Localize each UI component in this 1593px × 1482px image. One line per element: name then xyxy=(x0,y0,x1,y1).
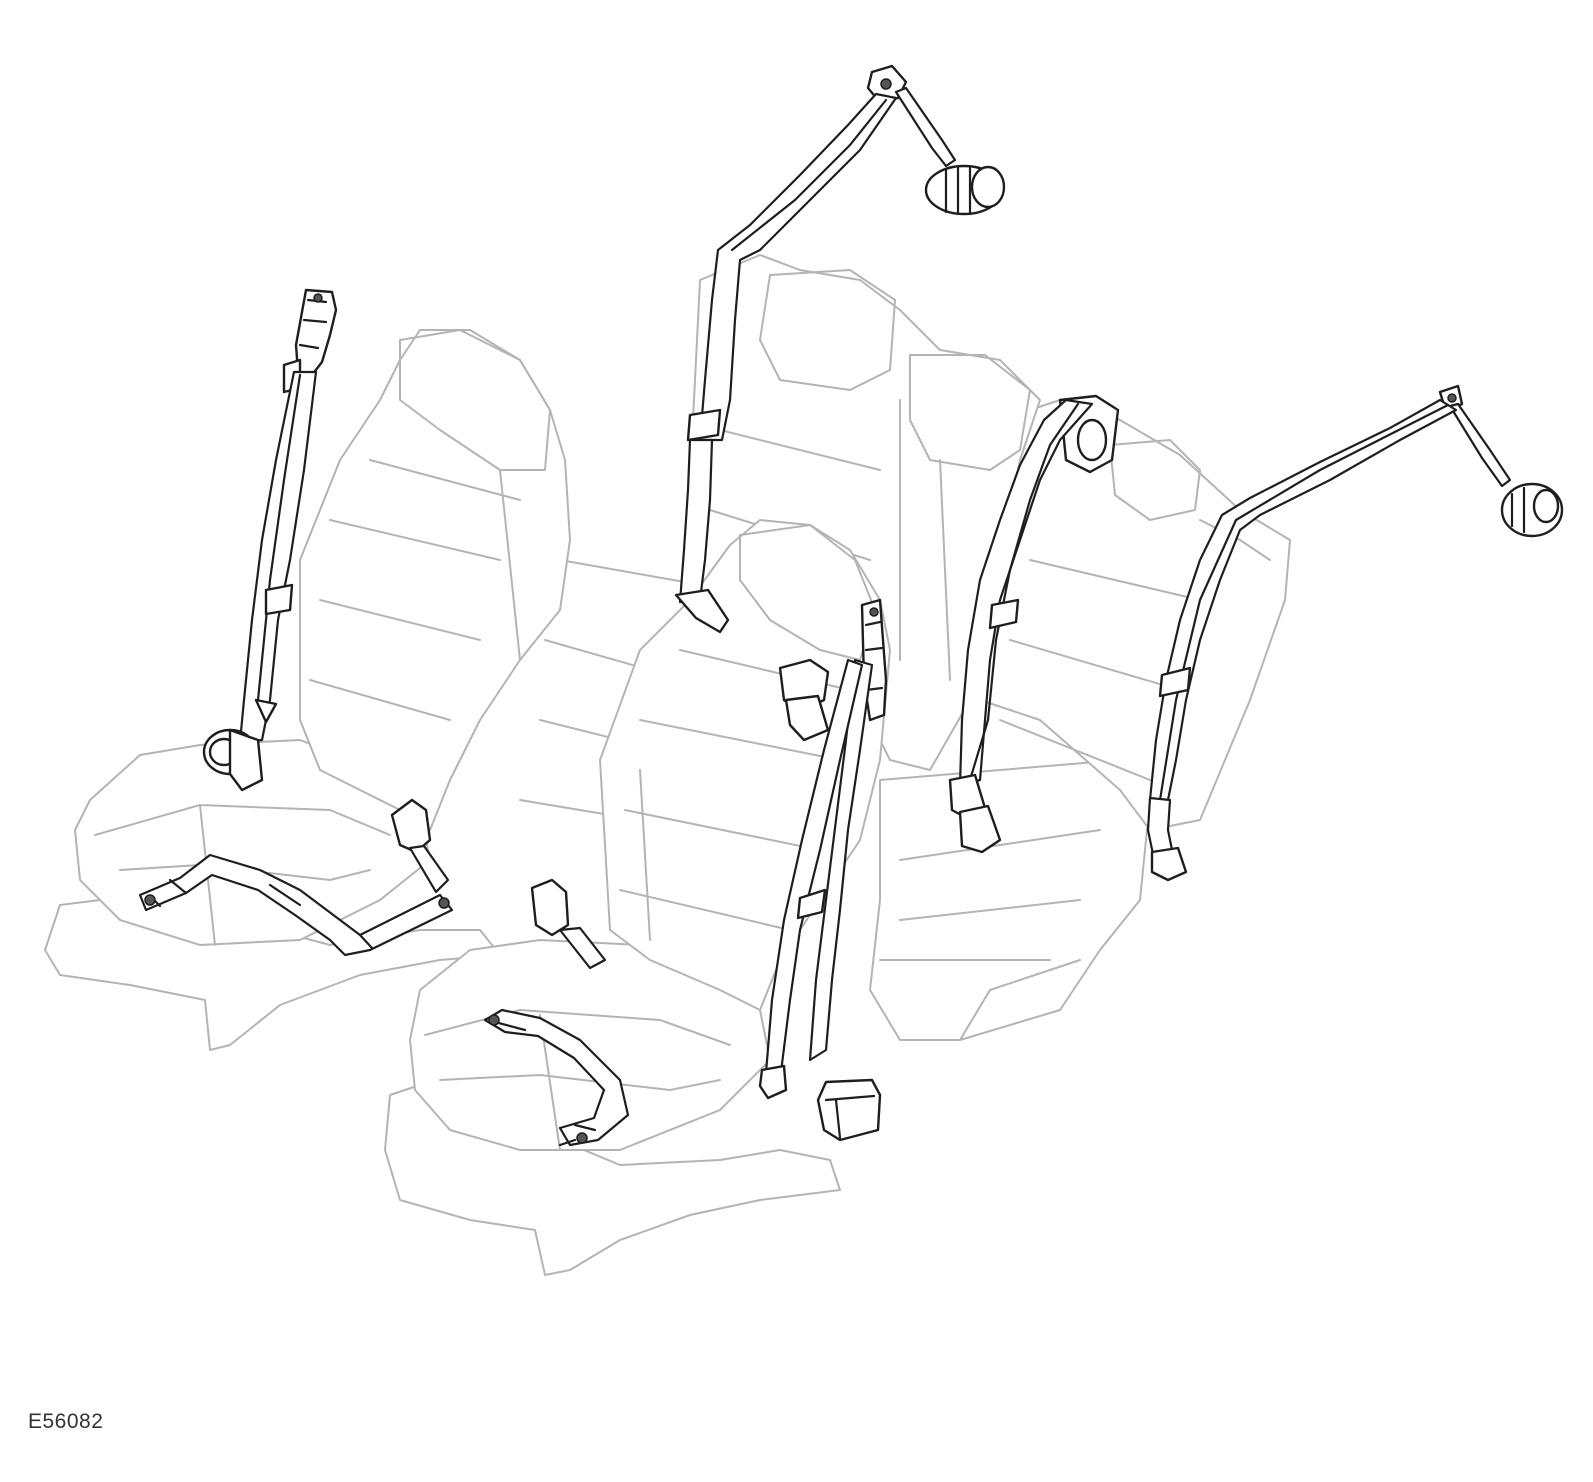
rear-seat-right-headrest xyxy=(1109,439,1201,521)
rear-left-shoulder-webbing xyxy=(698,92,898,442)
front-right-seat-belt xyxy=(483,598,888,1147)
rear-center-seat-belt xyxy=(778,394,1120,854)
retractor-icon xyxy=(924,164,1006,216)
rear-seat-right-base xyxy=(869,759,1151,1041)
front-left-shoulder-webbing xyxy=(238,370,318,744)
retractor-icon xyxy=(816,1078,882,1142)
figure-id-label: E56082 xyxy=(28,1410,104,1433)
rear-seat-cushion xyxy=(519,559,731,821)
front-right-seat xyxy=(384,519,891,1276)
buckle-icon xyxy=(948,773,1002,854)
rear-seat-left-headrest xyxy=(759,269,896,391)
front-right-seat-cushion xyxy=(409,939,771,1151)
rear-center-webbing xyxy=(958,398,1094,787)
front-right-shoulder-webbing xyxy=(808,658,874,1062)
retractor-icon xyxy=(1500,482,1564,538)
retractor-icon xyxy=(202,728,264,792)
buckle-icon xyxy=(778,658,830,742)
buckle-icon xyxy=(390,798,450,894)
anchor-icon xyxy=(483,1008,630,1147)
rear-seat-right-section xyxy=(959,399,1291,831)
front-left-seat-backrest-detail xyxy=(309,459,521,721)
rear-seat-right-base-detail xyxy=(879,829,1101,1041)
front-right-seat-backrest-detail xyxy=(619,649,851,941)
buckle-icon xyxy=(530,878,607,970)
rear-seat-center-headrest xyxy=(909,354,1031,471)
front-left-seat-backrest xyxy=(299,329,571,831)
anchor-icon xyxy=(138,853,454,957)
front-left-seat-headrest xyxy=(399,329,551,471)
front-left-seat-belt xyxy=(138,288,454,957)
rear-left-seat-belt xyxy=(674,64,1006,634)
rear-seat-right-detail xyxy=(999,519,1271,781)
front-right-seat-headrest xyxy=(739,524,876,661)
rear-right-seat-belt xyxy=(1146,384,1564,882)
